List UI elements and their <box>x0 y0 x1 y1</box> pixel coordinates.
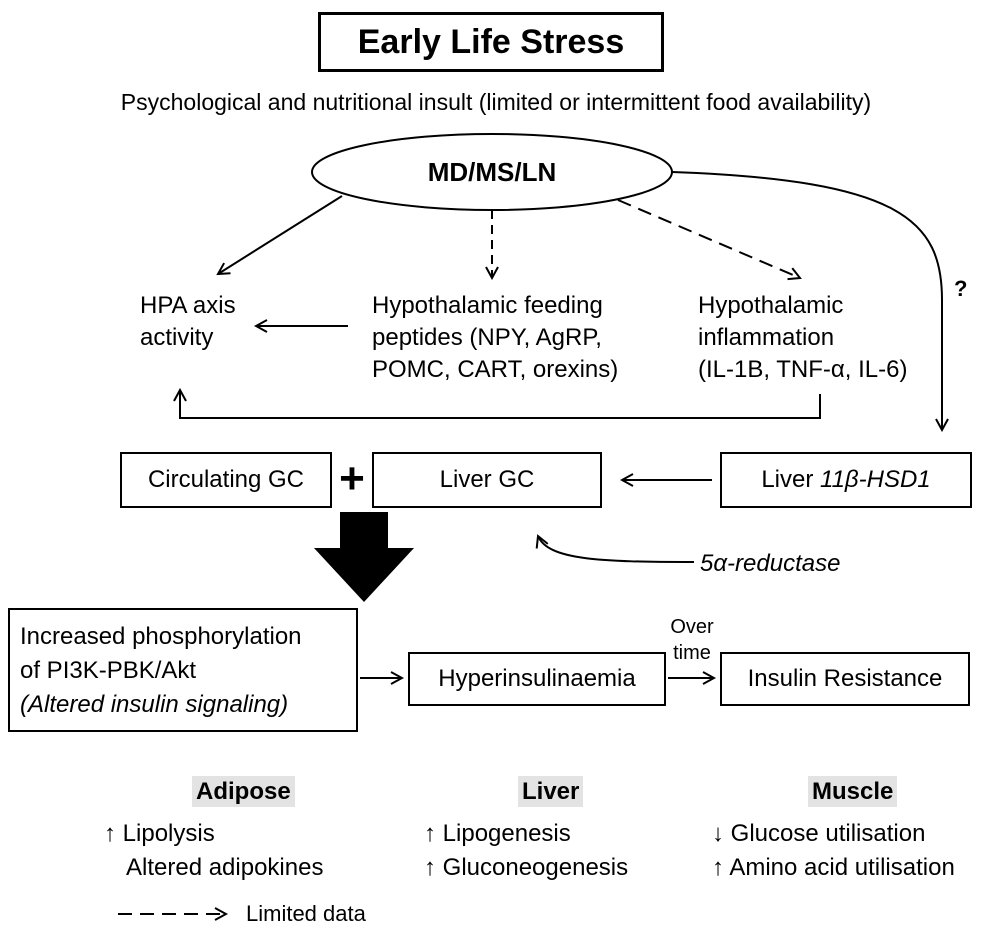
legend-label: Limited data <box>246 901 366 926</box>
arrow-inflammation-to-hpa <box>180 390 821 419</box>
circulating-gc-box: Circulating GC <box>120 452 332 508</box>
feeding-line1: Hypothalamic feeding <box>372 292 603 319</box>
over-time-line2: time <box>673 642 711 664</box>
feeding-peptides-label: Hypothalamic feeding peptides (NPY, AgRP… <box>372 290 618 386</box>
hpa-line2: activity <box>140 324 214 351</box>
muscle-item-1: ↓ Glucose utilisation <box>712 820 926 847</box>
liver-gc-box: Liver GC <box>372 452 602 508</box>
plus-sign: + <box>339 454 365 503</box>
feeding-line2: peptides (NPY, AgRP, <box>372 324 602 351</box>
inflammation-line2: inflammation <box>698 324 835 351</box>
hyperinsulinaemia-label: Hyperinsulinaemia <box>438 665 636 692</box>
liver-gc-label: Liver GC <box>439 466 535 493</box>
hyperinsulinaemia-box: Hyperinsulinaemia <box>408 652 666 706</box>
inflammation-line3: (IL-1B, TNF-α, IL-6) <box>698 356 908 383</box>
insulin-resistance-box: Insulin Resistance <box>720 652 970 706</box>
arrow-ellipse-to-liver-hsd1 <box>671 171 942 430</box>
arrow-ellipse-to-inflammation <box>617 199 800 278</box>
ellipse-label: MD/MS/LN <box>427 157 557 187</box>
reductase-label: 5α-reductase <box>700 550 841 577</box>
subtitle: Psychological and nutritional insult (li… <box>120 89 872 115</box>
inflammation-line1: Hypothalamic <box>698 292 844 319</box>
liver-item-2: ↑ Gluconeogenesis <box>424 854 629 881</box>
phospho-line1: Increased phosphorylation <box>20 623 302 650</box>
feeding-line3: POMC, CART, orexins) <box>372 356 619 383</box>
hpa-line1: HPA axis <box>140 292 236 319</box>
hpa-axis-label: HPA axis activity <box>140 290 236 354</box>
arrow-reductase-to-liver-gc <box>538 536 695 563</box>
question-mark: ? <box>954 276 968 301</box>
muscle-header: Muscle <box>808 776 898 807</box>
muscle-item-2: ↑ Amino acid utilisation <box>712 854 955 881</box>
adipose-item-1: ↑ Lipolysis <box>104 820 215 847</box>
page-title: Early Life Stress <box>357 22 625 61</box>
inflammation-label: Hypothalamic inflammation (IL-1B, TNF-α,… <box>698 290 907 386</box>
liver-hsd1-prefix: Liver <box>761 466 821 493</box>
phospho-line2: of PI3K-PBK/Akt <box>20 657 197 684</box>
liver-hsd1-gene: 11β-HSD1 <box>820 466 931 493</box>
muscle-header-wrap: Muscle <box>808 776 898 807</box>
phospho-line3: (Altered insulin signaling) <box>20 691 289 718</box>
insulin-resistance-label: Insulin Resistance <box>747 665 943 692</box>
arrow-ellipse-to-hpa <box>218 195 343 274</box>
circulating-gc-label: Circulating GC <box>147 466 305 493</box>
title-box: Early Life Stress <box>318 12 664 72</box>
over-time-label: Over time <box>664 614 720 666</box>
adipose-header: Adipose <box>192 776 295 807</box>
liver-header-wrap: Liver <box>518 776 584 807</box>
liver-header: Liver <box>518 776 584 807</box>
phospho-box: Increased phosphorylation of PI3K-PBK/Ak… <box>8 608 358 732</box>
liver-hsd1-box: Liver 11β-HSD1 <box>720 452 972 508</box>
adipose-header-wrap: Adipose <box>192 776 295 807</box>
liver-item-1: ↑ Lipogenesis <box>424 820 571 847</box>
adipose-item-2: Altered adipokines <box>126 854 324 881</box>
block-down-arrow <box>314 512 414 602</box>
over-time-line1: Over <box>670 616 714 638</box>
